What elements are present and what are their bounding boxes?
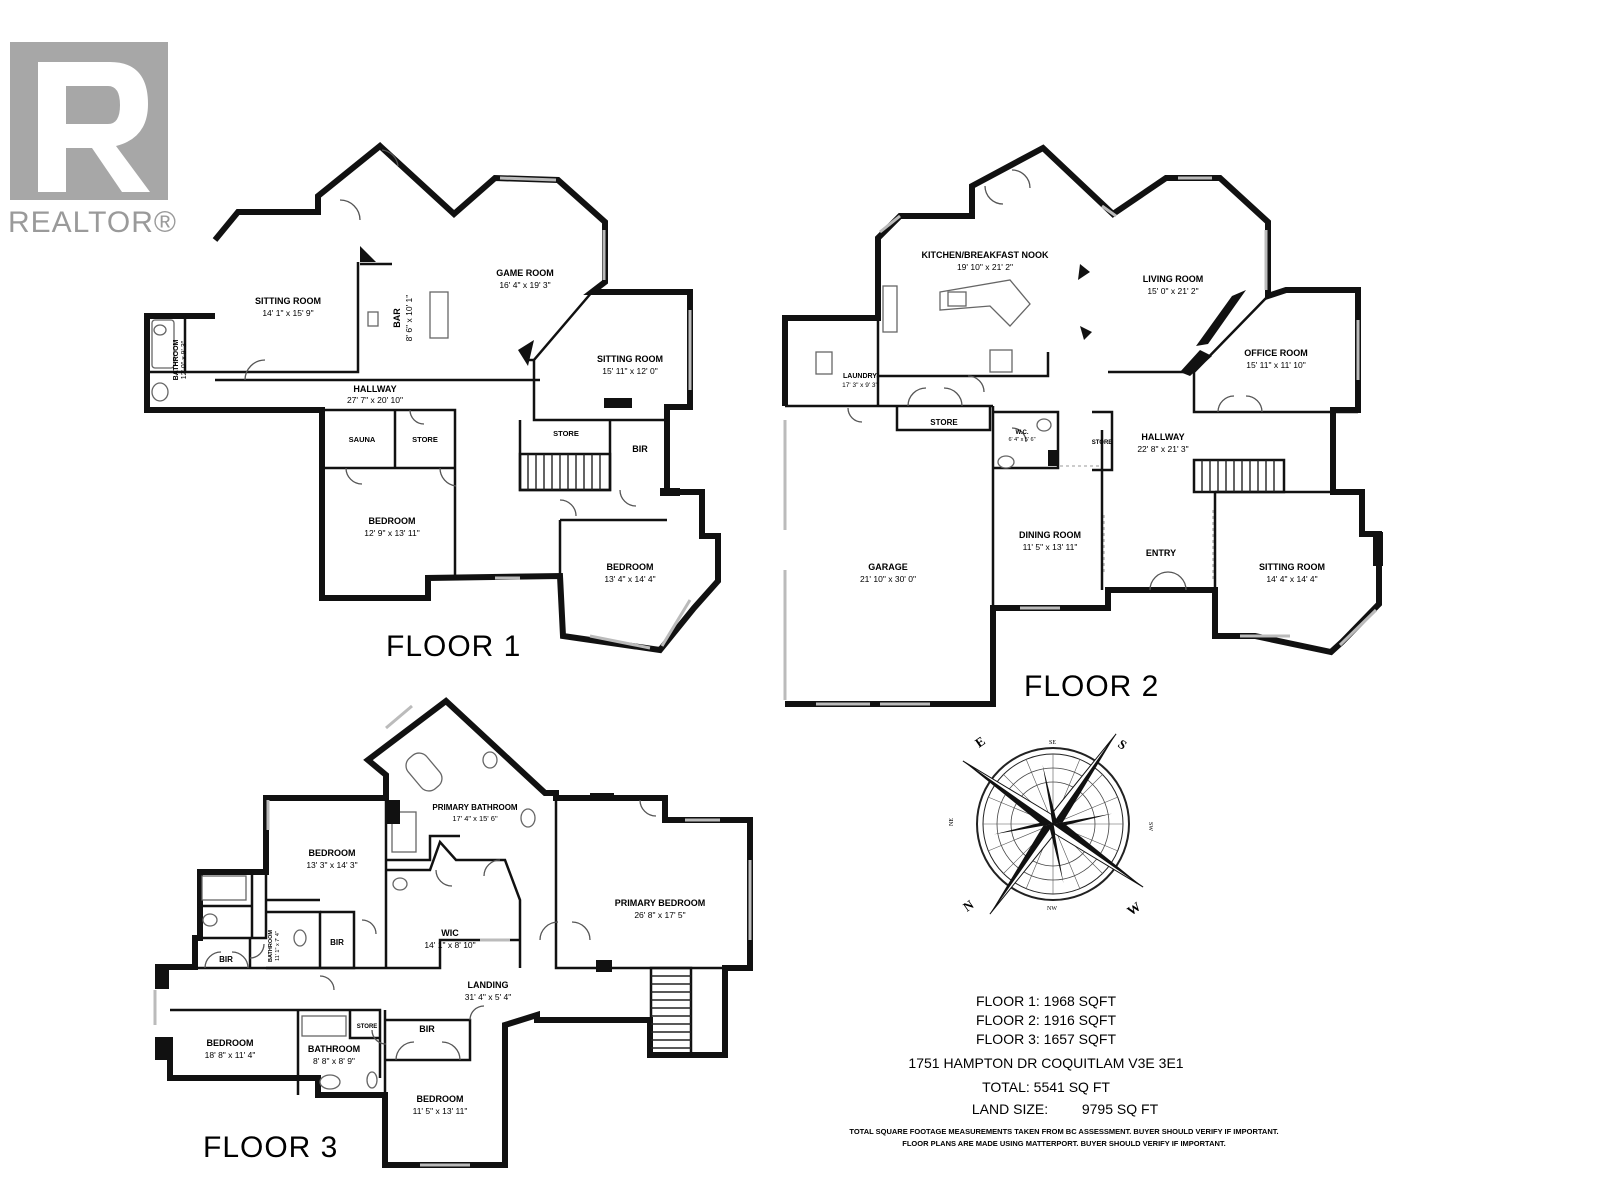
f1-sitting-room-2-label: SITTING ROOM	[597, 354, 663, 364]
summary-note-2: FLOOR PLANS ARE MADE USING MATTERPORT. B…	[902, 1139, 1225, 1148]
f1-game-room-dim: 16' 4" x 19' 3"	[499, 280, 550, 290]
f3-primary-bathroom-label: PRIMARY BATHROOM	[432, 803, 518, 812]
f2-dining-room-label: DINING ROOM	[1019, 530, 1081, 540]
f3-bedroom-label: BEDROOM	[309, 848, 356, 858]
f1-game-room-label: GAME ROOM	[496, 268, 554, 278]
f3-wic-dim: 14' 1" x 8' 10"	[424, 940, 475, 950]
f2-dining-room-dim: 11' 5" x 13' 11"	[1023, 542, 1078, 552]
f2-sitting-room-dim: 14' 4" x 14' 4"	[1266, 574, 1317, 584]
compass-ne-label: NE	[949, 818, 955, 826]
f2-hallway-dim: 22' 8" x 21' 3"	[1137, 444, 1188, 454]
floor-1-title: FLOOR 1	[386, 630, 521, 663]
f2-wc-dim: 6' 4" x 5' 6"	[1008, 437, 1035, 443]
compass-rose-icon: E S N W SE NE SW NW	[949, 733, 1153, 919]
floor-2-title: FLOOR 2	[1024, 670, 1159, 703]
f3-bathroom-dim: 8' 8" x 8' 9"	[313, 1056, 355, 1066]
f2-kitchen-dim: 19' 10" x 21' 2"	[957, 262, 1013, 272]
f3-bedroom-dim: 13' 3" x 14' 3"	[306, 860, 357, 870]
f2-hallway-label: HALLWAY	[1141, 432, 1184, 442]
f3-bathroom-small-dim: 11' 1" x 7' 4"	[275, 931, 281, 961]
f1-bedroom-dim: 12' 9" x 13' 11"	[364, 528, 419, 538]
f3-bedroom-2-dim: 18' 8" x 11' 4"	[205, 1050, 256, 1060]
f2-garage-label: GARAGE	[868, 562, 908, 572]
f1-sitting-room-2-dim: 15' 11" x 12' 0"	[602, 366, 657, 376]
f1-sitting-room-dim: 14' 1" x 15' 9"	[262, 308, 313, 318]
f3-wic-label: WIC	[441, 928, 459, 938]
floor-3-title: FLOOR 3	[203, 1131, 338, 1164]
f3-bathroom-label: BATHROOM	[308, 1044, 360, 1054]
summary-address: 1751 HAMPTON DR COQUITLAM V3E 3E1	[908, 1055, 1183, 1071]
f3-bedroom-2-label: BEDROOM	[207, 1038, 254, 1048]
f1-bedroom-2-label: BEDROOM	[607, 562, 654, 572]
compass-sw-label: SW	[1147, 822, 1153, 831]
realtor-logo-text: REALTOR®	[8, 206, 178, 239]
summary-land-label: LAND SIZE:	[972, 1101, 1048, 1117]
f3-bir-2-label: BIR	[219, 955, 233, 964]
realtor-logo: REALTOR®	[8, 42, 178, 240]
f1-hallway-dim: 27' 7" x 20' 10"	[347, 395, 403, 405]
compass-e-label: E	[972, 733, 988, 750]
f3-primary-bedroom-dim: 26' 8" x 17' 5"	[634, 910, 685, 920]
f2-laundry-label: LAUNDRY	[843, 373, 877, 380]
compass-nw-label: NW	[1047, 906, 1057, 912]
f1-bar-dim: 8' 6" x 10' 1"	[404, 295, 414, 342]
floor-3-plan: PRIMARY BATHROOM 17' 4" x 15' 6" BEDROOM…	[153, 697, 753, 1168]
f3-primary-bedroom-label: PRIMARY BEDROOM	[615, 898, 706, 908]
f3-landing-dim: 31' 4" x 5' 4"	[465, 992, 512, 1002]
summary-land-value: 9795 SQ FT	[1082, 1101, 1159, 1117]
f2-store-label: STORE	[930, 418, 958, 427]
f1-hallway-label: HALLWAY	[353, 384, 396, 394]
f1-bathroom-label: BATHROOM	[173, 339, 180, 380]
realtor-logo-mark	[10, 42, 168, 200]
f3-primary-bathroom-dim: 17' 4" x 15' 6"	[452, 814, 498, 823]
f1-store-2-label: STORE	[553, 429, 579, 438]
floor-2-plan: KITCHEN/BREAKFAST NOOK 19' 10" x 21' 2" …	[782, 144, 1383, 707]
summary-floor-2: FLOOR 2: 1916 SQFT	[976, 1012, 1116, 1028]
compass-s-label: S	[1115, 736, 1130, 752]
f1-bedroom-label: BEDROOM	[369, 516, 416, 526]
f2-wc-label: W.C.	[1016, 430, 1029, 436]
f1-bedroom-2-dim: 13' 4" x 14' 4"	[604, 574, 655, 584]
f1-sauna-label: SAUNA	[349, 435, 376, 444]
f1-store-label: STORE	[412, 435, 438, 444]
f2-laundry-dim: 17' 3" x 9' 3"	[842, 382, 878, 389]
f3-store-label: STORE	[357, 1024, 378, 1030]
f2-sitting-room-label: SITTING ROOM	[1259, 562, 1325, 572]
f1-bir-label: BIR	[632, 444, 648, 454]
summary-total: TOTAL: 5541 SQ FT	[982, 1079, 1110, 1095]
f2-office-room-dim: 15' 11" x 11' 10"	[1246, 360, 1306, 370]
f3-bir-3-label: BIR	[419, 1024, 435, 1034]
f2-store-small-label: STORE	[1092, 440, 1113, 446]
f2-kitchen-label: KITCHEN/BREAKFAST NOOK	[921, 250, 1049, 260]
floor-1-plan: SITTING ROOM 14' 1" x 15' 9" GAME ROOM 1…	[144, 142, 721, 663]
summary-floor-1: FLOOR 1: 1968 SQFT	[976, 993, 1116, 1009]
compass-n-label: N	[960, 896, 977, 914]
summary-note-1: TOTAL SQUARE FOOTAGE MEASUREMENTS TAKEN …	[849, 1127, 1278, 1136]
area-summary: FLOOR 1: 1968 SQFT FLOOR 2: 1916 SQFT FL…	[849, 993, 1278, 1148]
summary-floor-3: FLOOR 3: 1657 SQFT	[976, 1031, 1116, 1047]
compass-se-label: SE	[1049, 740, 1056, 746]
f3-bedroom-3-label: BEDROOM	[417, 1094, 464, 1104]
f2-office-room-label: OFFICE ROOM	[1244, 348, 1308, 358]
f1-bar-label: BAR	[392, 308, 402, 328]
f2-entry-label: ENTRY	[1146, 548, 1176, 558]
f2-garage-dim: 21' 10" x 30' 0"	[860, 574, 916, 584]
f2-living-room-label: LIVING ROOM	[1143, 274, 1204, 284]
f3-bedroom-3-dim: 11' 5" x 13' 11"	[413, 1106, 468, 1116]
f2-living-room-dim: 15' 0" x 21' 2"	[1147, 286, 1198, 296]
compass-w-label: W	[1124, 899, 1143, 919]
f1-sitting-room-label: SITTING ROOM	[255, 296, 321, 306]
f3-landing-label: LANDING	[468, 980, 509, 990]
f3-bathroom-small-label: BATHROOM	[268, 930, 274, 962]
f1-bathroom-dim: 12' 0" x 9' 3"	[181, 340, 188, 379]
f3-bir-label: BIR	[330, 938, 344, 947]
